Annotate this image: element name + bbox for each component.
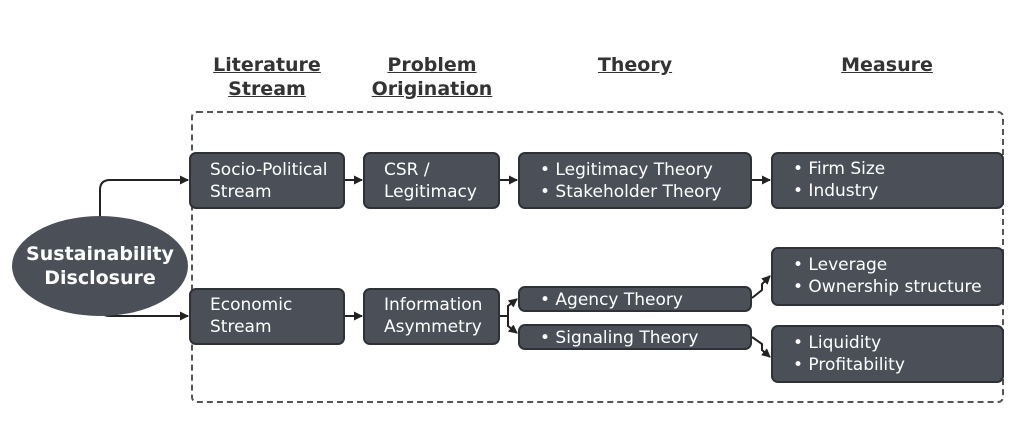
csr-legitimacy-box: CSR / Legitimacy [363, 152, 500, 209]
arrow-info-to-agency [500, 298, 518, 317]
leverage-ownership-box: • Leverage • Ownership structure [771, 247, 1004, 306]
root-line2: Disclosure [44, 267, 156, 289]
economic-stream-line2: Stream [210, 317, 272, 337]
liquidity-item: • Liquidity [793, 333, 882, 353]
legitimacy-theory-item: • Legitimacy Theory [540, 160, 713, 180]
stakeholder-theory-item: • Stakeholder Theory [540, 182, 722, 202]
arrow-agency-to-leverage [751, 275, 771, 299]
socio-stream-line2: Stream [210, 182, 272, 202]
profitability-item: • Profitability [793, 355, 905, 375]
firm-size-item: • Firm Size [793, 159, 886, 179]
firm-size-industry-box: • Firm Size • Industry [771, 152, 1004, 209]
header-theory-label: Theory [597, 54, 673, 76]
economic-stream-line1: Economic [210, 295, 293, 315]
sustainability-disclosure-node: Sustainability Disclosure [12, 216, 188, 316]
economic-stream-box: Economic Stream [189, 288, 345, 345]
header-problem-origination: Problem Origination [362, 53, 502, 101]
csr-line2: Legitimacy [384, 182, 477, 202]
liquidity-profitability-box: • Liquidity • Profitability [771, 325, 1004, 383]
info-line1: Information [384, 295, 483, 315]
arrow-signaling-to-liquidity [751, 336, 771, 358]
header-theory: Theory [585, 53, 685, 77]
header-literature-line1: Literature [213, 54, 321, 76]
header-measure: Measure [827, 53, 947, 77]
header-measure-label: Measure [841, 54, 933, 76]
socio-stream-line1: Socio-Political [210, 160, 328, 180]
signaling-theory-item: • Signaling Theory [540, 328, 699, 348]
signaling-theory-box: • Signaling Theory [518, 324, 752, 350]
ownership-structure-item: • Ownership structure [793, 277, 982, 297]
header-literature-stream: Literature Stream [207, 53, 327, 101]
legitimacy-stakeholder-theory-box: • Legitimacy Theory • Stakeholder Theory [518, 152, 752, 209]
arrow-info-to-signaling [507, 316, 518, 334]
socio-political-stream-box: Socio-Political Stream [189, 152, 345, 209]
agency-theory-item: • Agency Theory [540, 290, 683, 310]
agency-theory-box: • Agency Theory [518, 286, 752, 312]
header-problem-line2: Origination [371, 78, 493, 100]
leverage-item: • Leverage [793, 255, 888, 275]
arrow-root-to-socio [99, 175, 189, 222]
info-line2: Asymmetry [384, 317, 482, 337]
csr-line1: CSR / [384, 160, 430, 180]
industry-item: • Industry [793, 181, 879, 201]
header-literature-line2: Stream [228, 78, 306, 100]
root-line1: Sustainability [26, 243, 174, 265]
information-asymmetry-box: Information Asymmetry [363, 288, 500, 345]
header-problem-line1: Problem [387, 54, 477, 76]
